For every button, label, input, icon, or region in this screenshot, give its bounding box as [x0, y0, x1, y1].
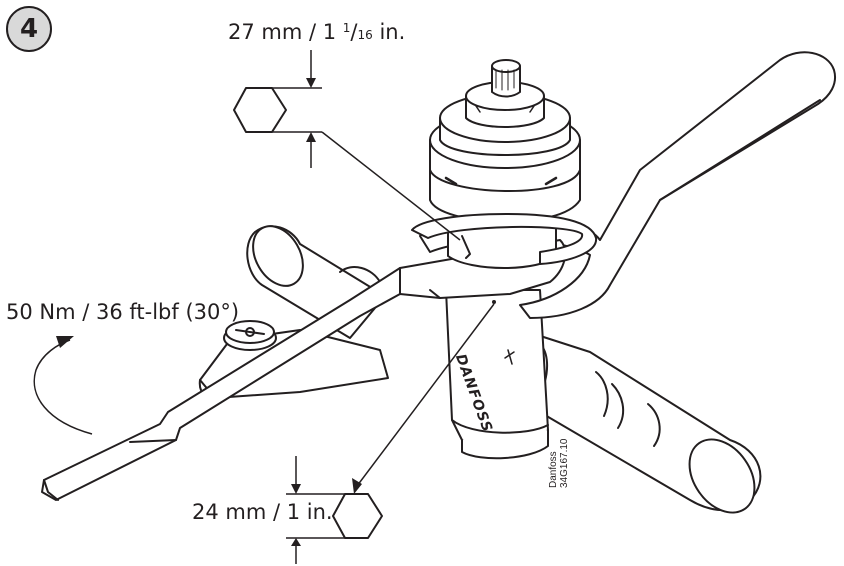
top-dimension-fraction-denominator: 16 — [357, 28, 373, 42]
left-pipe — [246, 225, 386, 339]
drawing-reference: Danfoss 34G167.10 — [548, 439, 570, 489]
valve-body — [445, 289, 549, 460]
top-dimension-metric: 27 mm / 1 — [228, 20, 343, 44]
top-dimension-fraction-numerator: 1 — [342, 21, 351, 35]
reference-code: 34G167.10 — [559, 438, 570, 489]
torque-label: 50 Nm / 36 ft-lbf (30°) — [6, 300, 240, 324]
right-pipe — [519, 331, 762, 514]
step-number-badge: 4 — [6, 6, 52, 52]
top-dimension-label: 27 mm / 1 1/16 in. — [228, 20, 405, 44]
top-hex-icon — [233, 87, 287, 133]
valve-hex-nut — [411, 213, 598, 269]
dimension-lines — [255, 50, 496, 564]
reference-company: Danfoss — [548, 451, 559, 488]
bottom-hex-icon — [332, 493, 383, 539]
fraction-slash: / — [350, 20, 358, 44]
bottom-dimension-label: 24 mm / 1 in. — [192, 500, 333, 524]
top-dimension-unit: in. — [372, 20, 406, 44]
actuator-housing — [429, 59, 581, 223]
torque-arrow-icon — [33, 336, 93, 435]
sight-disc-icon — [223, 320, 277, 351]
